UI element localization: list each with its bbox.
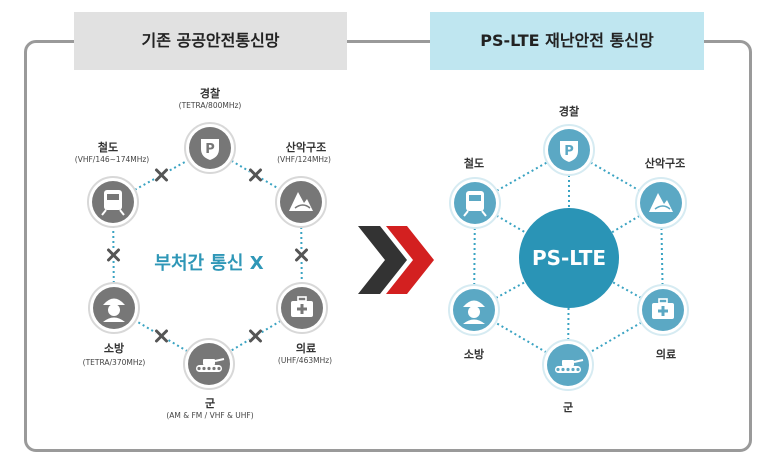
pslte-node-label-mountain: 산악구조	[644, 157, 686, 170]
pslte-node-medical	[637, 284, 689, 336]
legacy-network-tab: 기존 공공안전통신망	[74, 12, 347, 70]
legacy-node-mountain	[275, 176, 327, 228]
pslte-node-label-rail: 철도	[463, 157, 485, 170]
legacy-node-label-police: 경찰	[199, 87, 221, 100]
pslte-node-label-fire: 소방	[463, 348, 485, 361]
medical-kit-icon	[652, 298, 674, 319]
blocked-cross-icon	[107, 248, 120, 262]
pslte-hub-label: PS-LTE	[531, 246, 607, 270]
pslte-node-mountain	[635, 177, 687, 229]
legacy-node-label-army: 군	[204, 397, 216, 410]
blocked-cross-icon	[155, 168, 168, 182]
legacy-node-band-rail: (VHF/146~174MHz)	[74, 155, 150, 164]
blocked-cross-icon	[155, 329, 168, 343]
mountain-icon	[289, 192, 313, 211]
svg-text:P: P	[205, 142, 215, 157]
pslte-network-tab: PS-LTE 재난안전 통신망	[430, 12, 704, 70]
train-icon	[101, 190, 125, 216]
legacy-node-band-army: (AM & FM / VHF & UHF)	[166, 411, 254, 420]
svg-text:P: P	[564, 144, 574, 159]
pslte-node-army	[542, 339, 594, 391]
legacy-node-fire	[88, 282, 140, 334]
legacy-node-label-fire: 소방	[103, 342, 125, 355]
legacy-node-band-fire: (TETRA/370MHz)	[82, 358, 146, 367]
tank-icon	[196, 358, 225, 372]
firefighter-icon	[463, 300, 485, 324]
pslte-nodes: P	[448, 124, 689, 391]
firefighter-icon	[103, 298, 125, 322]
transition-arrow-icon	[358, 226, 434, 294]
mountain-icon	[649, 193, 673, 212]
pslte-node-rail	[449, 177, 501, 229]
no-inter-agency-label: 부처간 통신 X	[154, 253, 264, 274]
medical-kit-icon	[291, 296, 313, 317]
pslte-node-label-army: 군	[562, 401, 574, 414]
legacy-node-rail	[87, 176, 139, 228]
legacy-node-label-rail: 철도	[97, 141, 119, 154]
legacy-node-medical	[276, 282, 328, 334]
train-icon	[463, 191, 487, 217]
legacy-network-title: 기존 공공안전통신망	[141, 31, 280, 50]
legacy-nodes: P	[87, 122, 328, 390]
legacy-node-label-mountain: 산악구조	[285, 141, 327, 154]
legacy-node-band-police: (TETRA/800MHz)	[178, 101, 242, 110]
pslte-network-title: PS-LTE 재난안전 통신망	[480, 31, 654, 50]
legacy-node-label-medical: 의료	[295, 342, 317, 355]
pslte-node-fire	[448, 284, 500, 336]
blocked-cross-icon	[295, 248, 308, 262]
pslte-node-police: P	[543, 124, 595, 176]
legacy-node-police: P	[184, 122, 236, 174]
legacy-node-band-mountain: (VHF/124MHz)	[277, 155, 331, 164]
legacy-node-army	[183, 338, 235, 390]
pslte-hub	[519, 208, 619, 308]
blocked-cross-icon	[249, 329, 262, 343]
legacy-node-band-medical: (UHF/463MHz)	[277, 356, 333, 365]
police-badge-icon: P	[560, 141, 578, 162]
tank-icon	[555, 359, 584, 373]
blocked-cross-icon	[249, 168, 262, 182]
police-badge-icon: P	[201, 139, 219, 160]
pslte-node-label-police: 경찰	[558, 105, 580, 118]
pslte-node-label-medical: 의료	[655, 348, 677, 361]
